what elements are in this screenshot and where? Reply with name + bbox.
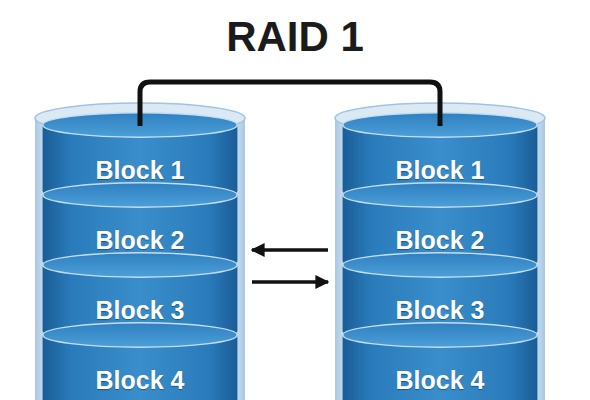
block-label: Block 1	[342, 156, 538, 184]
block-label: Block 1	[42, 156, 238, 184]
block-label: Block 2	[42, 226, 238, 254]
disk-block: Block 4	[342, 322, 538, 400]
sync-arrow	[252, 248, 328, 252]
block-label: Block 4	[342, 366, 538, 394]
diagram-title: RAID 1	[0, 12, 590, 62]
block-label: Block 4	[42, 366, 238, 394]
mirror-bracket	[140, 82, 440, 126]
block-label: Block 3	[42, 296, 238, 324]
block-label: Block 2	[342, 226, 538, 254]
block-label: Block 3	[342, 296, 538, 324]
disk-block: Block 4	[42, 322, 238, 400]
sync-arrow	[252, 280, 328, 284]
